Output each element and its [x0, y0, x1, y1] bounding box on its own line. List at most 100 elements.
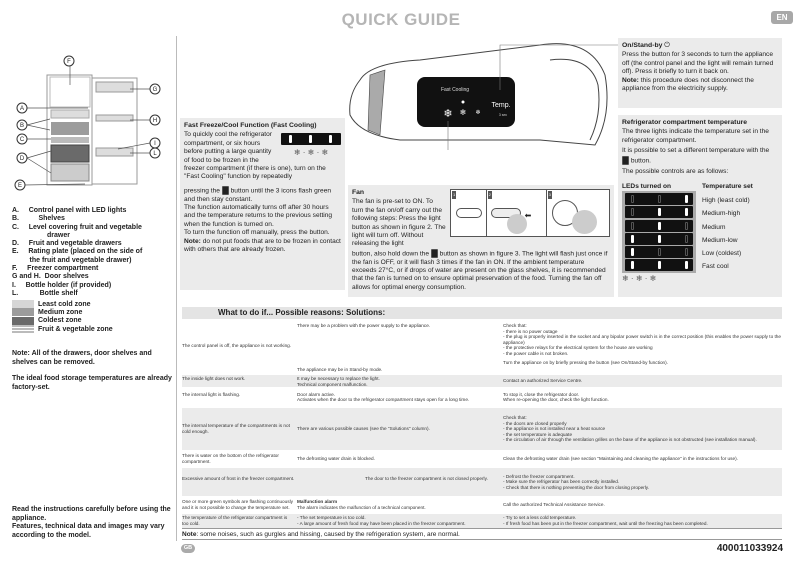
- reason-cell: Door alarm active.Activates when the doo…: [297, 392, 497, 403]
- label-f: F: [67, 59, 71, 65]
- label-g: G: [153, 87, 158, 93]
- reason-title: Malfunction alarm: [297, 499, 338, 505]
- problem-cell: One or more green symbols are flashing c…: [182, 499, 294, 510]
- led-indicator: [685, 195, 688, 204]
- zone-swatch: [12, 300, 34, 309]
- zone-swatch: [12, 325, 34, 334]
- zone-swatch: [12, 316, 34, 325]
- zone-label: Least cold zone: [38, 300, 91, 308]
- snowflake-icons: ❄ · ❄ · ❄: [293, 148, 329, 158]
- led-row: [625, 246, 693, 259]
- solution-text: - Check that there is nothing preventing…: [503, 484, 650, 490]
- problem-text: The inside light does not work.: [182, 376, 246, 381]
- snowflake-small-icon: ❄: [475, 109, 480, 116]
- label-c: C: [20, 137, 25, 143]
- fast-freeze-text-3: To turn the function off manually, press…: [184, 229, 330, 237]
- problem-cell: The internal temperature of the compartm…: [182, 423, 294, 434]
- problem-cell: The control panel is off, the appliance …: [182, 343, 294, 349]
- snowflake-medium-icon: ❄: [460, 108, 467, 117]
- solution-text: - Try to set a less cold temperature.: [503, 515, 577, 521]
- solution-text: - the appliance is not installed near a …: [503, 426, 606, 432]
- reason-text: The defrosting water drain is blocked.: [297, 456, 375, 462]
- led-indicator: [631, 195, 634, 204]
- language-badge: EN: [771, 11, 793, 24]
- solution-cell: Check that:- the doors are closed proper…: [503, 415, 782, 443]
- leds-column-header: LEDs turned on: [622, 182, 672, 190]
- solution-text: - the circulation of air through the ven…: [503, 437, 757, 443]
- label-a: A: [20, 106, 24, 112]
- note-text: this procedure does not disconnect the a…: [622, 76, 754, 93]
- legend-item: D. Fruit and vegetable drawers: [12, 240, 122, 248]
- figure-number: 1: [452, 191, 457, 200]
- solution-text: Contact an authorized Service Centre.: [503, 378, 583, 384]
- led-row: [625, 219, 693, 232]
- reason-text: The alarm indicates the malfunction of a…: [297, 504, 426, 510]
- solution-text: - there is no power outage: [503, 328, 558, 334]
- note-label: Note:: [184, 237, 201, 245]
- fridge-temp-text-1: The three lights indicate the temperatur…: [622, 128, 769, 144]
- fast-cooling-label: Fast Cooling: [441, 87, 469, 93]
- led-indicator: [658, 261, 661, 270]
- table-row: The control panel is off, the appliance …: [182, 321, 782, 373]
- problem-text: The temperature of the refrigerator comp…: [182, 515, 288, 526]
- standby-button-label[interactable]: 3 sec: [499, 113, 508, 117]
- standby-text: Press the button for 3 seconds to turn t…: [622, 51, 774, 76]
- temp-button-label[interactable]: Temp.: [491, 102, 510, 109]
- solution-text: To stop it, close the refrigerator door.: [503, 391, 580, 397]
- led-indicator: [685, 248, 688, 257]
- snowflake-large-icon: ❄: [443, 108, 452, 120]
- legend-item: B. Shelves: [12, 215, 65, 223]
- led-indicator: [631, 234, 634, 243]
- reason-cell: - The set temperature is too cold.- A la…: [297, 515, 497, 526]
- label-d: D: [20, 156, 25, 162]
- reason-cell: The door to the freezer compartment is n…: [365, 476, 565, 482]
- led-indicator: [658, 221, 661, 230]
- figure-number: 2: [487, 191, 492, 200]
- solution-cell: Clean the defrosting water drain (see se…: [503, 456, 782, 462]
- fan-section: 1 2⬅ 3 Fan The fan is pre-set to ON. To …: [348, 185, 614, 297]
- figure-number: 3: [547, 191, 552, 200]
- led-row: [625, 193, 693, 206]
- reason-text: The door to the freezer compartment is n…: [365, 476, 488, 481]
- led-indicator: [658, 234, 661, 243]
- solution-text: - the plug is properly inserted in the s…: [503, 334, 782, 345]
- page-title: QUICK GUIDE: [341, 10, 461, 29]
- legend-item: F. Freezer compartment: [12, 265, 99, 273]
- led-indicator: [631, 221, 634, 230]
- temp-button-icon: [430, 248, 438, 258]
- problem-cell: The inside light does not work.: [182, 376, 294, 382]
- control-panel-illustration: Fast Cooling Temp. 3 sec ❄ ❄ ❄: [349, 43, 620, 150]
- solution-cell: - Defrost the freezer compartment.- Make…: [503, 474, 782, 491]
- legend-item: the fruit and vegetable drawer): [12, 256, 132, 264]
- problem-text: Excessive amount of frost in the freezer…: [182, 476, 295, 481]
- column-divider: [176, 36, 177, 541]
- led-indicator: [631, 261, 634, 270]
- temp-column-header: Temperature set: [702, 182, 753, 190]
- temperature-setting: Medium-low: [702, 236, 738, 244]
- reason-text: There are various possible causes (see t…: [297, 426, 430, 432]
- troubleshooting-table: What to do if... Possible reasons: Solut…: [182, 307, 782, 528]
- solution-text: - Defrost the freezer compartment.: [503, 473, 575, 479]
- reason-text: It may be necessary to replace the light…: [297, 376, 380, 381]
- read-instructions-note: Read the instructions carefully before u…: [12, 506, 171, 522]
- led-indicator: [658, 195, 661, 204]
- drawers-note: Note: All of the drawers, door shelves a…: [12, 350, 152, 366]
- table-row: The inside light does not work. It may be…: [182, 375, 782, 387]
- table-row: The internal temperature of the compartm…: [182, 408, 782, 450]
- zone-label: Medium zone: [38, 308, 83, 316]
- note-label: Note: [182, 531, 197, 538]
- solution-text: Check that:: [503, 323, 527, 328]
- reason-cell: There are various possible causes (see t…: [297, 426, 497, 432]
- fast-freeze-section: Fast Freeze/Cool Function (Fast Cooling)…: [180, 118, 345, 290]
- label-h: H: [153, 118, 157, 124]
- solution-text: - Make sure the refrigerator has been co…: [503, 479, 620, 485]
- text: button as shown in figure 3. The light w…: [352, 250, 608, 291]
- problem-text: The internal temperature of the compartm…: [182, 423, 290, 434]
- label-l: L: [153, 151, 157, 157]
- reason-text: Door alarm active.: [297, 391, 336, 397]
- solution-text: Check that:: [503, 415, 527, 420]
- solution-text: - the doors are closed properly: [503, 420, 567, 426]
- led-indicator: [658, 248, 661, 257]
- note-text: do not put foods that are to be frozen i…: [184, 237, 341, 253]
